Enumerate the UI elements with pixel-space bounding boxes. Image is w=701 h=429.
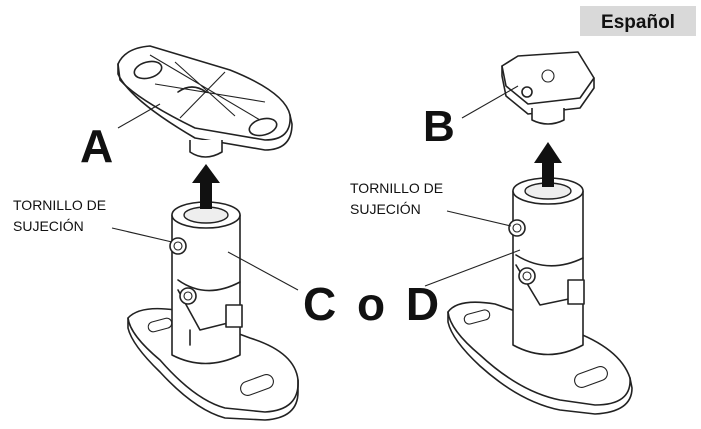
left-locking-screw (169, 237, 187, 255)
leader-left-screw (111, 227, 173, 243)
left-up-arrow (192, 164, 220, 209)
language-tab-background (580, 6, 696, 36)
left-cylinder (171, 201, 243, 365)
leader-b (461, 85, 519, 119)
left-screw-label-line2: SUJECIÓN (13, 218, 84, 234)
label-a: A (80, 120, 113, 172)
label-b: B (423, 102, 455, 151)
leader-c-left (227, 251, 299, 291)
right-up-arrow (534, 142, 562, 187)
right-cylinder (512, 177, 585, 356)
leader-right-screw (446, 210, 512, 227)
part-a-adapter (117, 45, 293, 158)
left-screw-label-line1: TORNILLO DE (13, 197, 106, 213)
right-screw-label-line2: SUJECIÓN (350, 201, 421, 217)
leader-d-right (424, 249, 521, 287)
right-screw-label-line1: TORNILLO DE (350, 180, 443, 196)
language-label: Español (601, 12, 675, 33)
leader-a (117, 103, 161, 129)
part-b-adapter (501, 51, 595, 125)
label-c-or-d: C o D (303, 278, 443, 330)
right-locking-screw (508, 219, 526, 237)
